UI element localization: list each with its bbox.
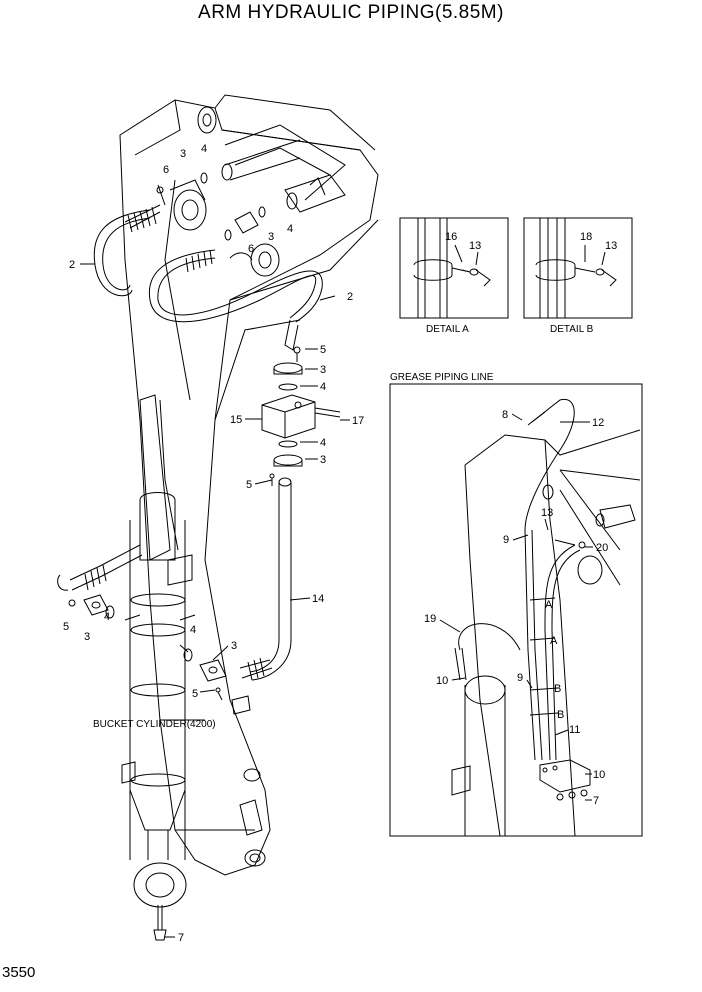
fitting-top-right — [224, 206, 280, 277]
detail-a-label: DETAIL A — [426, 324, 469, 335]
callout-10-right: 10 — [593, 769, 605, 781]
callout-18: 18 — [580, 231, 592, 243]
detail-a-box — [399, 217, 509, 319]
hose-2-right — [148, 249, 323, 351]
callout-12: 12 — [592, 417, 604, 429]
callout-3-right: 3 — [268, 231, 274, 243]
callout-a-lower: A — [550, 635, 558, 647]
piping-lower-mid — [183, 648, 251, 715]
callout-5-upper: 5 — [320, 344, 326, 356]
hose-2-left — [93, 204, 161, 297]
callout-8: 8 — [502, 409, 508, 421]
grease-piping-box — [389, 383, 643, 837]
grease-piping-label: GREASE PIPING LINE — [390, 372, 494, 383]
callout-6-right: 6 — [248, 243, 254, 255]
callout-15: 15 — [230, 414, 242, 426]
callout-3-upper: 3 — [320, 364, 326, 376]
callout-7-right: 7 — [593, 795, 599, 807]
callout-a-upper: A — [545, 599, 553, 611]
callout-5-mid: 5 — [246, 479, 252, 491]
bucket-cylinder — [121, 492, 196, 941]
arm-boom — [119, 94, 379, 876]
callout-5-lower: 5 — [192, 688, 198, 700]
callout-6-top: 6 — [163, 164, 169, 176]
callout-19: 19 — [424, 613, 436, 625]
callout-13-grease: 13 — [541, 507, 553, 519]
callout-10-left: 10 — [436, 675, 448, 687]
callout-3-mid: 3 — [231, 640, 237, 652]
leader-lines — [80, 244, 606, 938]
callout-16: 16 — [445, 231, 457, 243]
detail-b-label: DETAIL B — [550, 324, 594, 335]
callout-4-left: 4 — [104, 611, 110, 623]
callout-13-b: 13 — [605, 240, 617, 252]
page-number: 3550 — [2, 964, 36, 981]
callout-14: 14 — [312, 593, 324, 605]
arm-top-pin — [197, 106, 346, 213]
callout-3-left: 3 — [84, 631, 90, 643]
detail-b-box — [523, 217, 633, 319]
piping-lower-left — [57, 544, 143, 619]
callout-4-lower: 4 — [320, 437, 326, 449]
fitting-top-left — [156, 172, 208, 231]
callout-3-top: 3 — [180, 148, 186, 160]
callout-20: 20 — [596, 542, 608, 554]
callout-17: 17 — [352, 415, 364, 427]
callout-3-lower: 3 — [320, 454, 326, 466]
callout-9-upper: 9 — [503, 534, 509, 546]
bucket-cylinder-label: BUCKET CYLINDER(4200) — [93, 719, 216, 730]
callout-labels: 6 3 4 4 6 3 2 2 5 3 4 15 17 4 3 5 14 5 3… — [63, 143, 617, 944]
callout-4-top: 4 — [201, 143, 207, 155]
callout-11: 11 — [569, 724, 580, 736]
callout-2-right: 2 — [347, 291, 353, 303]
callout-4-mid: 4 — [190, 624, 196, 636]
callout-2-left: 2 — [69, 259, 75, 271]
callout-b-lower: B — [557, 709, 564, 721]
page-title: ARM HYDRAULIC PIPING(5.85M) — [198, 2, 504, 23]
callout-4-upper: 4 — [320, 381, 326, 393]
callout-b-upper: B — [554, 683, 561, 695]
callout-9-lower: 9 — [517, 672, 523, 684]
callout-4-right: 4 — [287, 223, 293, 235]
callout-5-left: 5 — [63, 621, 69, 633]
callout-7-left: 7 — [178, 932, 184, 944]
piping-right — [239, 346, 341, 681]
callout-13-a: 13 — [469, 240, 481, 252]
